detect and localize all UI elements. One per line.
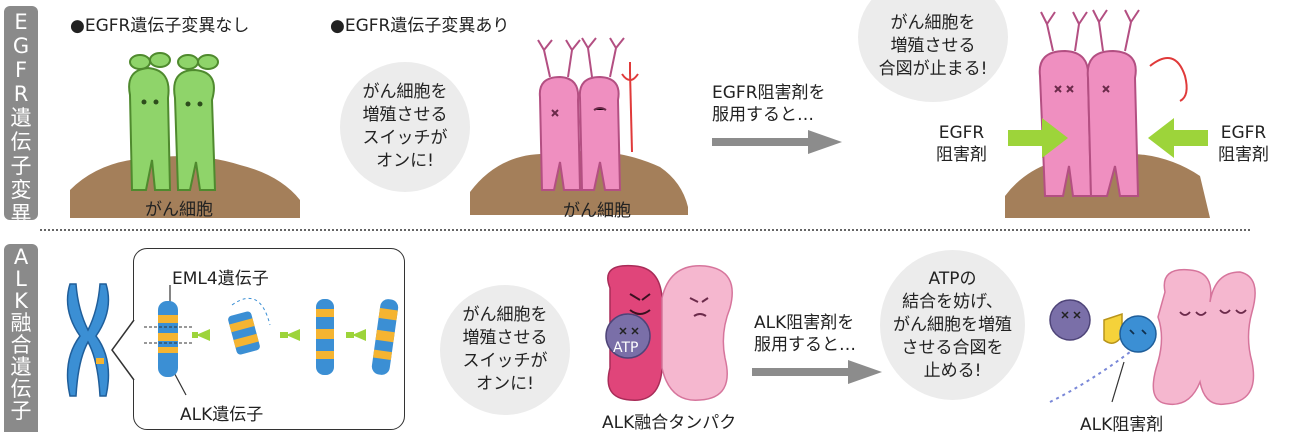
bubble-line: させる合図を — [901, 337, 1004, 358]
tab-char: G — [12, 34, 30, 58]
green-arrow-left-icon — [1148, 118, 1208, 158]
bubble-line: 止める! — [923, 360, 982, 381]
alk-section-tab: A L K 融 合 遺 伝 子 — [4, 244, 38, 432]
inhibited-cancer-cells-illustration — [1005, 9, 1210, 218]
bubble-line: 増殖させる — [362, 105, 448, 125]
eml4-gene-label: EML4遺伝子 — [172, 269, 269, 289]
caption-mutation: ●EGFR遺伝子変異あり — [330, 16, 510, 36]
alk-fusion-protein-label: ALK融合タンパク — [602, 413, 737, 433]
bubble-line: がん細胞を — [462, 305, 548, 325]
tab-char: 子 — [10, 399, 32, 423]
tab-char: K — [14, 289, 28, 313]
tab-char: 融 — [10, 311, 32, 335]
tab-char: 遺 — [10, 106, 32, 130]
speech-bubble-block-atp: ATPの 結合を妨げ、 がん細胞を増殖 させる合図を 止める! — [880, 250, 1025, 400]
green-arrow-right-icon — [1008, 118, 1068, 158]
arrow-text-line: EGFR阻害剤を — [712, 83, 826, 103]
caption-no-mutation: ●EGFR遺伝子変異なし — [70, 16, 250, 36]
tab-char: 異 — [10, 202, 32, 226]
arrow-right-icon — [712, 130, 842, 154]
cancer-cell-label: がん細胞 — [563, 201, 631, 221]
tab-char: 伝 — [10, 130, 32, 154]
egfr-inhibitor-left-label: EGFR 阻害剤 — [936, 122, 987, 166]
tab-char: 伝 — [10, 377, 32, 401]
bubble-line: スイッチが — [362, 128, 448, 148]
alk-inhibitor-label: ALK阻害剤 — [1080, 415, 1164, 435]
callout-pointer — [111, 319, 135, 381]
tab-char: R — [13, 82, 29, 106]
pink-cancer-cells-illustration — [470, 37, 688, 215]
bubble-line: 合図が止まる! — [878, 58, 988, 79]
arrow-text-line: ALK阻害剤を — [754, 313, 855, 333]
bubble-line: ATPの — [928, 268, 977, 289]
cancer-cell-label: がん細胞 — [145, 200, 213, 220]
inhibitor-line: EGFR — [938, 123, 985, 143]
tab-char: 合 — [10, 333, 32, 357]
bubble-line: スイッチが — [462, 351, 548, 371]
speech-bubble-switch-on: がん細胞を 増殖させる スイッチが オンに! — [340, 62, 470, 192]
alk-inhibitor-illustration — [1049, 268, 1256, 406]
chromosome-icon — [66, 283, 110, 397]
bubble-line: がん細胞を増殖 — [893, 314, 1012, 335]
bubble-line: 増殖させる — [890, 35, 976, 56]
bubble-line: がん細胞を — [890, 12, 976, 33]
speech-bubble-signal-stop: がん細胞を 増殖させる 合図が止まる! — [858, 0, 1008, 102]
tab-char: L — [15, 267, 27, 291]
inhibitor-line: 阻害剤 — [1218, 145, 1269, 165]
arrow-text-line: 服用すると… — [712, 105, 814, 125]
bubble-line: オンに! — [376, 151, 434, 171]
egfr-section-tab: E G F R 遺 伝 子 変 異 — [4, 6, 38, 226]
egfr-inhibitor-right-label: EGFR 阻害剤 — [1218, 122, 1269, 166]
egfr-arrow-text: EGFR阻害剤を 服用すると… — [712, 82, 826, 126]
inhibitor-line: 阻害剤 — [936, 145, 987, 165]
alk-gene-label: ALK遺伝子 — [180, 405, 264, 425]
tab-char: 変 — [10, 178, 32, 202]
bubble-line: がん細胞を — [362, 82, 448, 102]
green-cancer-cells-illustration — [70, 52, 300, 218]
tab-char: E — [14, 10, 28, 34]
speech-bubble-switch-on: がん細胞を 増殖させる スイッチが オンに! — [440, 285, 570, 415]
gene-fusion-diagram — [144, 285, 399, 396]
tab-char: 子 — [10, 154, 32, 178]
section-divider — [40, 229, 1250, 231]
arrow-text-line: 服用すると… — [754, 335, 856, 355]
inhibitor-line: EGFR — [1220, 123, 1267, 143]
bubble-line: 結合を妨げ、 — [902, 291, 1003, 312]
alk-arrow-text: ALK阻害剤を 服用すると… — [754, 312, 856, 356]
bubble-line: 増殖させる — [462, 328, 548, 348]
tab-char: F — [14, 58, 28, 82]
atp-label: ATP — [613, 340, 639, 356]
tab-char: 遺 — [10, 355, 32, 379]
bubble-line: オンに! — [476, 374, 534, 394]
alk-fusion-protein-illustration — [605, 264, 733, 401]
arrow-right-icon — [752, 360, 882, 384]
tab-char: A — [13, 245, 29, 269]
